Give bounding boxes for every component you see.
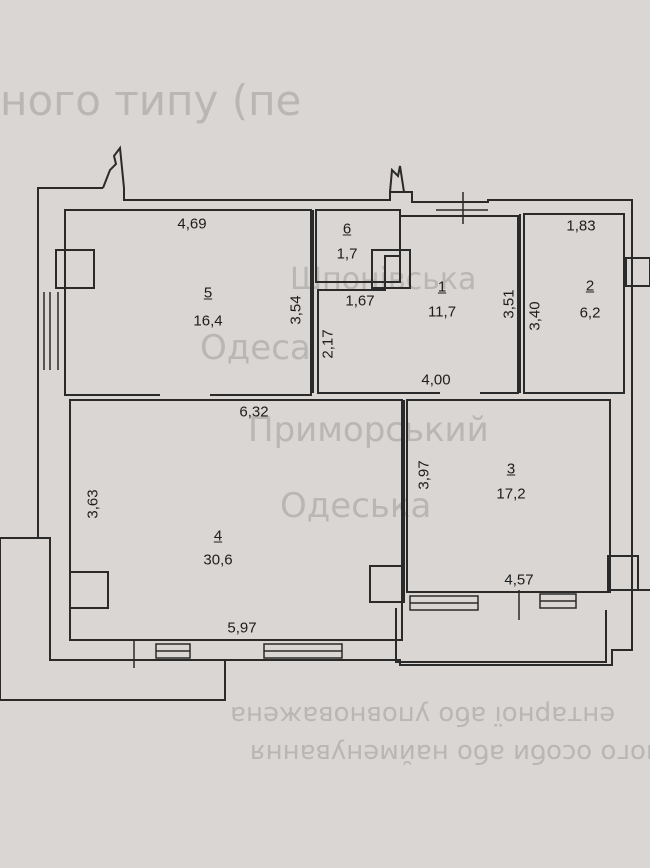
window-top	[436, 201, 488, 211]
shaft-right-wall	[625, 257, 650, 287]
dimension-3-63: 3,63	[84, 489, 102, 519]
dimension-4-00: 4,00	[421, 371, 451, 389]
room-5-outline	[64, 209, 312, 396]
break-line-right	[389, 165, 405, 193]
room-3-number: 3	[506, 460, 516, 478]
window-bottom-4	[539, 593, 577, 609]
shaft-bottom-mid	[369, 565, 405, 603]
dimension-3-97: 3,97	[415, 460, 433, 490]
window-bottom-3	[409, 595, 479, 611]
room-4-outline	[69, 399, 403, 641]
room-1-area: 11,7	[427, 303, 457, 321]
dimension-4-69: 4,69	[177, 215, 207, 233]
room-2-number: 2	[585, 277, 595, 295]
window-left	[43, 292, 59, 370]
dimension-3-40: 3,40	[526, 301, 544, 331]
dimension-1-83: 1,83	[566, 217, 596, 235]
room-2-area: 6,2	[579, 304, 601, 322]
dimension-4-57: 4,57	[504, 571, 534, 589]
window-bottom-2	[263, 643, 343, 659]
room-1-number: 1	[437, 278, 447, 296]
room-3-area: 17,2	[496, 485, 526, 503]
room-5-number: 5	[203, 284, 213, 302]
break-line-left	[102, 145, 125, 189]
dimension-5-97: 5,97	[227, 619, 257, 637]
dimension-3-54: 3,54	[287, 295, 305, 325]
bottom-ledge	[395, 608, 607, 663]
room-2-outline	[523, 213, 625, 394]
room-6-number: 6	[342, 220, 352, 238]
room-6-area: 1,7	[336, 245, 358, 263]
dimension-1-67: 1,67	[345, 292, 375, 310]
room-3-outline	[406, 399, 611, 593]
shaft-top-left	[55, 249, 95, 289]
room-4-area: 30,6	[203, 551, 233, 569]
room-1-outline	[317, 210, 519, 394]
room-4-number: 4	[213, 527, 223, 545]
shaft-bottom-left	[69, 571, 109, 609]
balcony	[0, 537, 226, 701]
shaft-bottom-right	[607, 555, 639, 591]
dimension-2-17: 2,17	[319, 329, 337, 359]
room-5-area: 16,4	[193, 312, 223, 330]
dimension-6-32: 6,32	[239, 403, 269, 421]
room-6-outline	[315, 209, 401, 283]
shaft-top-mid	[371, 249, 411, 289]
window-bottom-1	[155, 643, 191, 659]
dimension-3-51: 3,51	[500, 289, 518, 319]
